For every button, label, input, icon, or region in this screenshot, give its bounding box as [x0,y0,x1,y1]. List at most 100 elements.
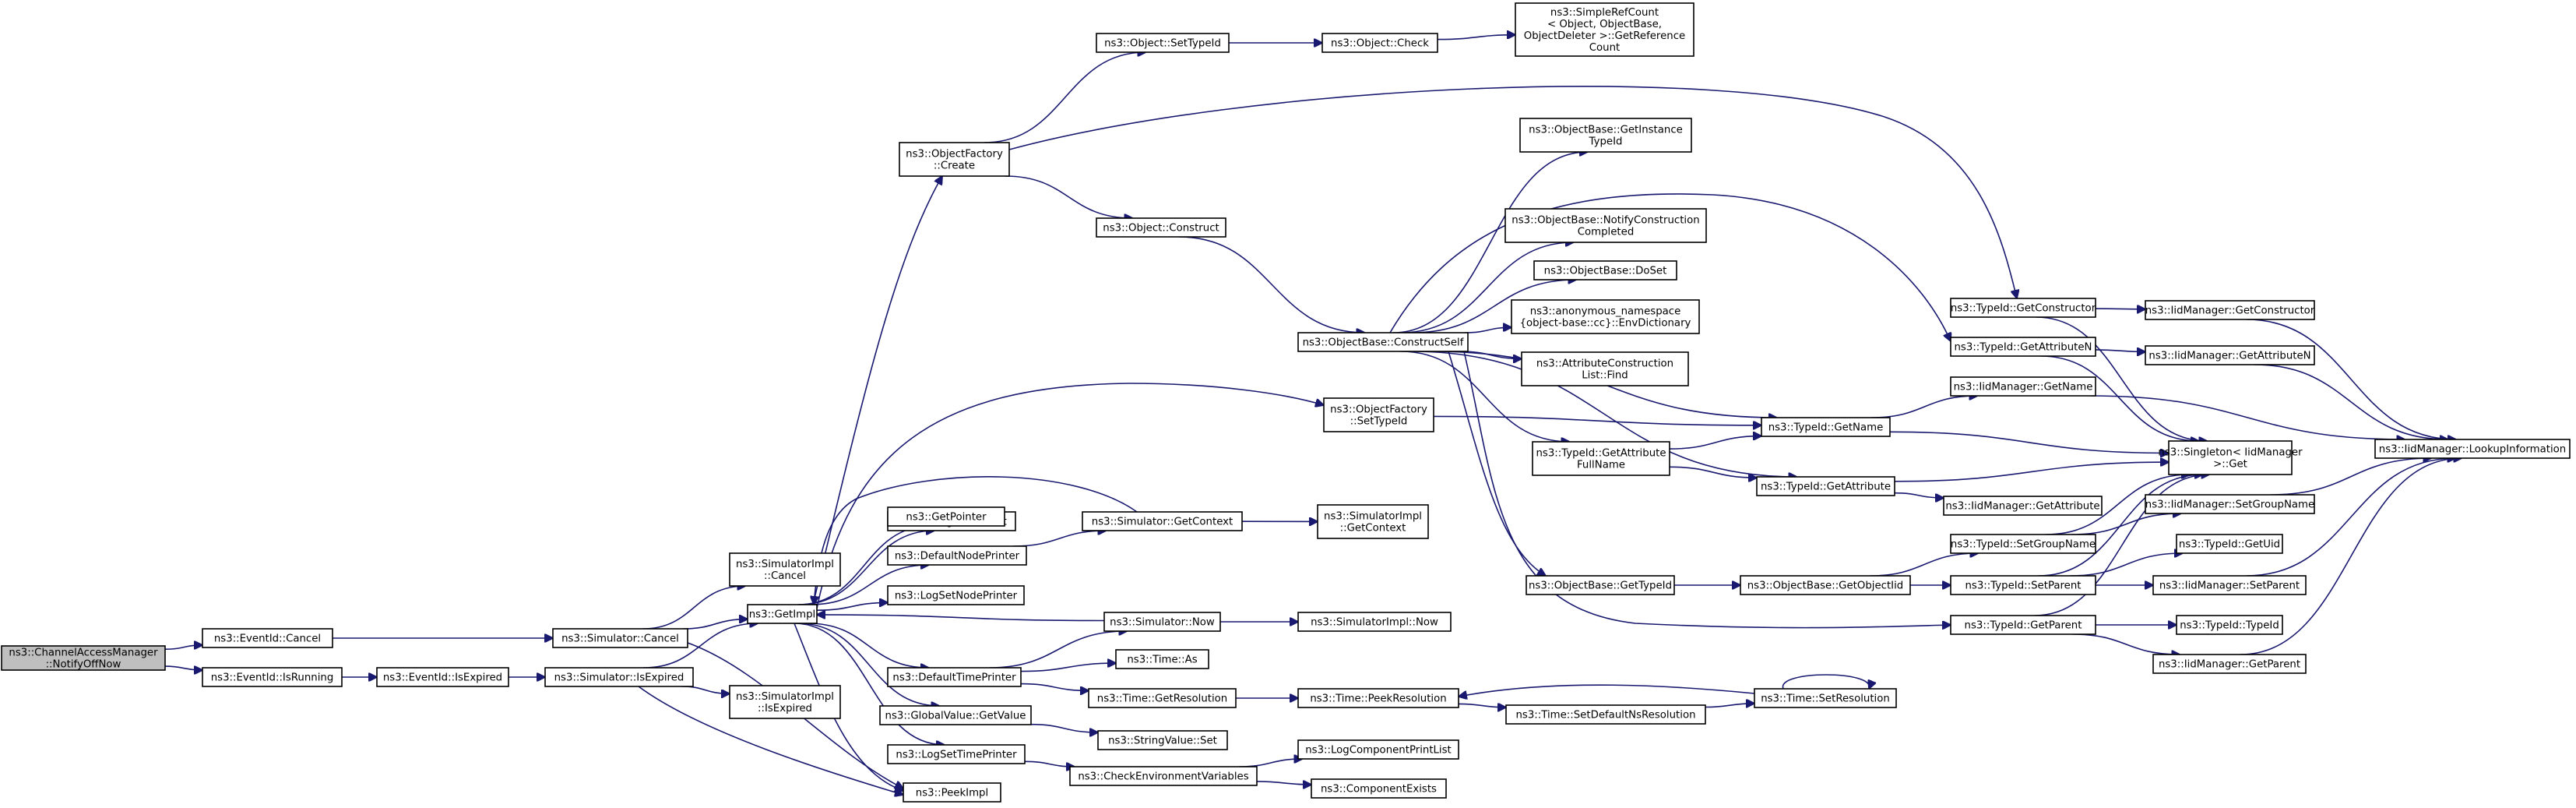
node-box[interactable] [2152,575,2307,595]
node-sim-getcontext[interactable]: ns3::Simulator::GetContext [1082,511,1243,531]
node-objbase-doset[interactable]: ns3::ObjectBase::DoSet [1533,260,1677,281]
node-box[interactable] [1082,511,1243,531]
node-box[interactable] [729,552,841,587]
node-objfactory-settypeid[interactable]: ns3::ObjectFactory::SetTypeId [1323,397,1434,432]
node-box[interactable] [1504,208,1707,243]
node-iid-setparent[interactable]: ns3::IidManager::SetParent [2152,575,2307,595]
node-box[interactable] [1950,337,2096,357]
node-box[interactable] [2145,345,2315,365]
node-typeid-setgroupname[interactable]: ns3::TypeId::SetGroupName [1950,534,2096,554]
node-box[interactable] [1950,575,2096,595]
node-box[interactable] [1521,351,1689,386]
node-box[interactable] [747,604,818,624]
node-box[interactable] [1088,688,1237,708]
node-singleton-get[interactable]: ns3::Singleton< IidManager>::Get [2158,440,2303,475]
node-box[interactable] [1321,33,1438,53]
node-typeid-getattribute[interactable]: ns3::TypeId::GetAttribute [1756,476,1895,496]
node-box[interactable] [2168,440,2293,475]
node-box[interactable] [1754,688,1897,708]
node-box[interactable] [887,744,1026,764]
node-box[interactable] [899,142,1010,177]
node-time-as[interactable]: ns3::Time::As [1115,649,1209,669]
node-componentexists[interactable]: ns3::ComponentExists [1311,778,1447,799]
node-objbase-constructself[interactable]: ns3::ObjectBase::ConstructSelf [1297,332,1469,352]
node-box[interactable] [1297,688,1459,708]
node-box[interactable] [903,782,1001,803]
node-box[interactable] [1950,615,2096,635]
node-time-peekresolution[interactable]: ns3::Time::PeekResolution [1297,688,1459,708]
node-iid-getconstructor[interactable]: ns3::IidManager::GetConstructor [2145,300,2315,320]
node-box[interactable] [552,628,688,648]
node-box[interactable] [1297,332,1469,352]
node-object-settypeid[interactable]: ns3::Object::SetTypeId [1096,33,1230,53]
node-eid-cancel[interactable]: ns3::EventId::Cancel [202,628,333,648]
node-box[interactable] [202,628,333,648]
node-box[interactable] [1115,649,1209,669]
node-globalvalue-getvalue[interactable]: ns3::GlobalValue::GetValue [879,705,1032,725]
node-box[interactable] [1097,730,1228,750]
node-box[interactable] [1761,417,1891,437]
node-eid-isrunning[interactable]: ns3::EventId::IsRunning [202,667,343,687]
node-time-setresolution[interactable]: ns3::Time::SetResolution [1754,688,1897,708]
node-time-getresolution[interactable]: ns3::Time::GetResolution [1088,688,1237,708]
node-sim-isexpired[interactable]: ns3::Simulator::IsExpired [544,667,694,687]
node-box[interactable] [879,705,1032,725]
node-box[interactable] [887,667,1022,687]
node-box[interactable] [544,667,694,687]
node-box[interactable] [1311,778,1447,799]
node-box[interactable] [1515,2,1694,57]
node-eid-isexpired[interactable]: ns3::EventId::IsExpired [376,667,509,687]
node-sim-now[interactable]: ns3::Simulator::Now [1103,612,1221,632]
node-objbase-notifyconstruction[interactable]: ns3::ObjectBase::NotifyConstructionCompl… [1504,208,1707,243]
node-logsetnodeprinter[interactable]: ns3::LogSetNodePrinter [887,585,1025,605]
node-box[interactable] [1526,575,1675,595]
node-object-check[interactable]: ns3::Object::Check [1321,33,1438,53]
node-simimpl-isexpired[interactable]: ns3::SimulatorImpl::IsExpired [729,685,841,719]
node-box[interactable] [1533,260,1677,281]
node-box[interactable] [1069,766,1258,786]
node-simimpl-cancel[interactable]: ns3::SimulatorImpl::Cancel [729,552,841,587]
node-defaultnodeprinter[interactable]: ns3::DefaultNodePrinter [887,545,1027,566]
node-box[interactable] [1103,612,1221,632]
node-box[interactable] [1323,397,1434,432]
node-box[interactable] [1950,376,2096,397]
node-simplerefcount[interactable]: ns3::SimpleRefCount< Object, ObjectBase,… [1515,2,1694,57]
node-objbase-gettypeid[interactable]: ns3::ObjectBase::GetTypeId [1526,575,1675,595]
node-box[interactable] [2145,300,2315,320]
node-typeid-getname[interactable]: ns3::TypeId::GetName [1761,417,1891,437]
node-typeid-getattributen[interactable]: ns3::TypeId::GetAttributeN [1950,337,2096,357]
node-box[interactable] [2152,654,2307,674]
node-getimpl[interactable]: ns3::GetImpl [747,604,818,624]
node-logsettimeprinter[interactable]: ns3::LogSetTimePrinter [887,744,1026,764]
node-typeid-setparent[interactable]: ns3::TypeId::SetParent [1950,575,2096,595]
node-box[interactable] [2176,534,2283,554]
node-stringvalue-set[interactable]: ns3::StringValue::Set [1097,730,1228,750]
node-object-construct[interactable]: ns3::Object::Construct [1096,217,1226,238]
node-box[interactable] [1740,575,1911,595]
node-peekimpl[interactable]: ns3::PeekImpl [903,782,1001,803]
node-box[interactable] [1096,217,1226,238]
node-root[interactable]: ns3::ChannelAccessManager::NotifyOffNow [1,645,166,671]
node-box[interactable] [202,667,343,687]
node-box[interactable] [1317,504,1429,539]
node-box[interactable] [1756,476,1895,496]
node-box[interactable] [1096,33,1230,53]
node-simimpl-getcontext[interactable]: ns3::SimulatorImpl::GetContext [1317,504,1429,539]
node-box[interactable] [1532,441,1670,476]
node-box[interactable] [729,685,841,719]
node-objfactory-create[interactable]: ns3::ObjectFactory::Create [899,142,1010,177]
node-box[interactable] [1950,298,2096,318]
node-box[interactable] [1297,612,1452,632]
node-logcomponentprintlist[interactable]: ns3::LogComponentPrintList [1297,739,1459,760]
node-box[interactable] [1505,704,1706,725]
node-simimpl-now[interactable]: ns3::SimulatorImpl::Now [1297,612,1452,632]
node-box[interactable] [1511,299,1700,334]
node-defaulttimeprinter[interactable]: ns3::DefaultTimePrinter [887,667,1022,687]
node-box[interactable] [1297,739,1459,760]
node-typeid-typeid[interactable]: ns3::TypeId::TypeId [2176,615,2283,635]
node-box[interactable] [2176,615,2283,635]
node-box[interactable] [887,545,1027,566]
